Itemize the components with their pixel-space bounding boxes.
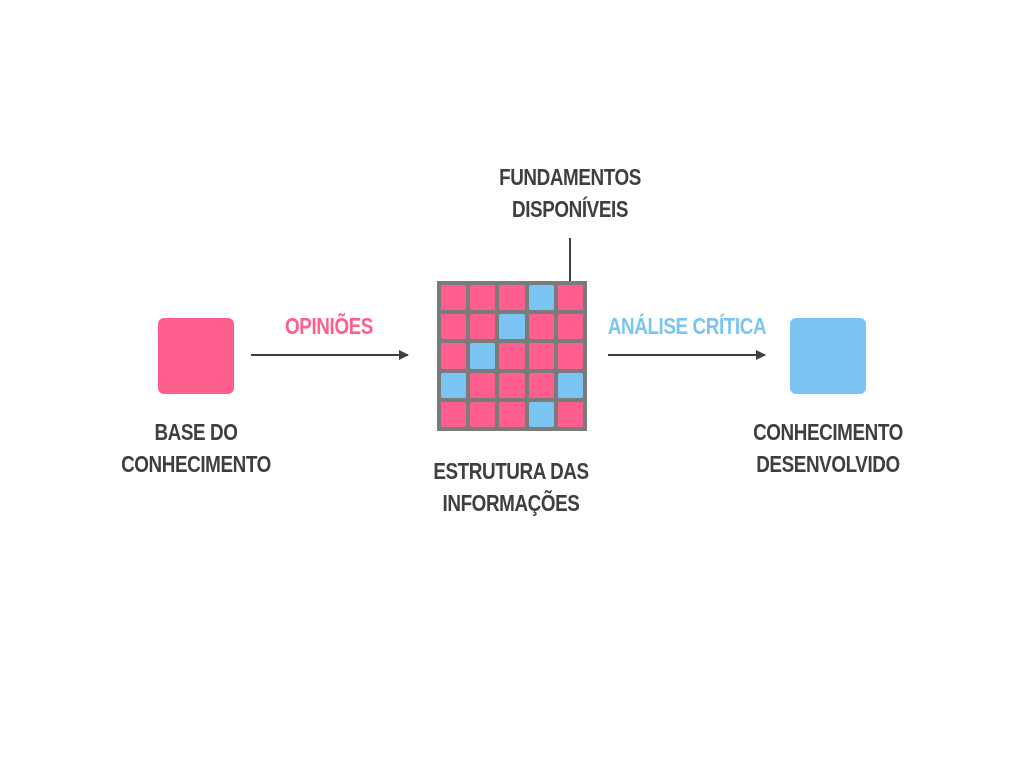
edge-label-opinioes: OPINIÕES: [285, 313, 373, 339]
conhecimento-label-line1: CONHECIMENTO: [753, 419, 903, 445]
grid-cell-blue: [499, 314, 525, 340]
grid-cell-pink: [499, 285, 525, 311]
grid-cell-blue: [528, 401, 554, 427]
grid-cell-pink: [499, 401, 525, 427]
estrutura-label-line2: INFORMAÇÕES: [442, 490, 580, 516]
grid-cell-pink: [557, 314, 583, 340]
grid-cell-blue: [528, 285, 554, 311]
base-do-conhecimento-square: [158, 318, 234, 394]
base-do-conhecimento-label: BASE DO CONHECIMENTO: [114, 416, 278, 480]
grid-cell-pink: [470, 372, 496, 398]
base-label-line1: BASE DO: [154, 419, 238, 445]
grid-cell-blue: [441, 372, 467, 398]
base-label-line2: CONHECIMENTO: [121, 451, 271, 477]
grid-cell-pink: [528, 343, 554, 369]
estrutura-label-line1: ESTRUTURA DAS: [433, 458, 589, 484]
conhecimento-desenvolvido-square: [790, 318, 866, 394]
fundamentos-label-line1: FUNDAMENTOS: [499, 164, 641, 190]
grid-cell-pink: [470, 314, 496, 340]
grid-cell-blue: [557, 372, 583, 398]
grid-cell-blue: [470, 343, 496, 369]
fundamentos-label-line2: DISPONÍVEIS: [511, 196, 629, 222]
grid-cell-pink: [499, 372, 525, 398]
grid-cell-pink: [441, 401, 467, 427]
grid-cell-pink: [557, 401, 583, 427]
fundamentos-disponiveis-label: FUNDAMENTOS DISPONÍVEIS: [488, 161, 652, 225]
grid-cell-pink: [470, 401, 496, 427]
estrutura-das-informacoes-label: ESTRUTURA DAS INFORMAÇÕES: [429, 455, 593, 519]
estrutura-das-informacoes-grid: [437, 281, 587, 431]
grid-cell-pink: [441, 343, 467, 369]
grid-cell-pink: [557, 343, 583, 369]
grid-cell-pink: [557, 285, 583, 311]
conhecimento-desenvolvido-label: CONHECIMENTO DESENVOLVIDO: [746, 416, 910, 480]
grid-cell-pink: [499, 343, 525, 369]
grid-cell-pink: [528, 314, 554, 340]
conhecimento-label-line2: DESENVOLVIDO: [756, 451, 900, 477]
grid-cell-pink: [470, 285, 496, 311]
edge-label-analise-critica: ANÁLISE CRÍTICA: [607, 313, 767, 339]
grid-cell-pink: [441, 285, 467, 311]
grid-cell-pink: [441, 314, 467, 340]
grid-cell-pink: [528, 372, 554, 398]
